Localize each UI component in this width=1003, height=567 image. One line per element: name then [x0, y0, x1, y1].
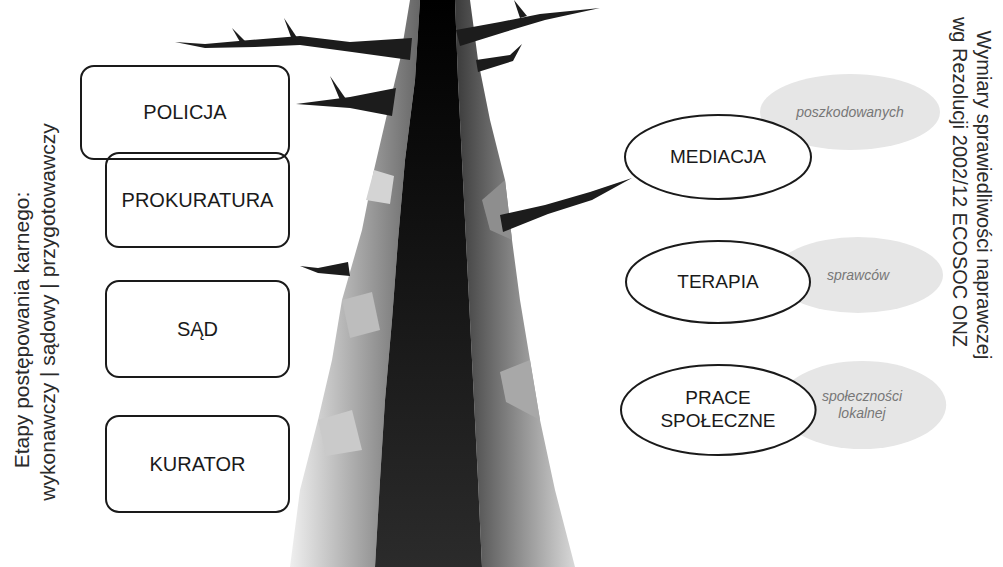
method-ellipse: MEDIACJA [624, 114, 812, 200]
crack-branch [300, 262, 350, 276]
node-label: PROKURATURA [122, 188, 274, 212]
caption-text: Etapy postępowania karnego: [10, 192, 34, 469]
dimension-label: poszkodowanych [796, 104, 903, 121]
crack-branch [296, 88, 396, 116]
caption-text: Wymiary sprawiedliwości naprawczej [972, 31, 995, 360]
caption-text: wykonawczy | sądowy | przygotowawczy [36, 123, 60, 500]
node-label: TERAPIA [677, 271, 758, 294]
stage-box: SĄD [105, 280, 290, 378]
crack-branch [500, 178, 632, 232]
stage-box: KURATOR [105, 415, 290, 513]
caption-text: wg Rezolucji 2002/12 ECOSOC ONZ [948, 17, 971, 347]
node-label: POLICJA [143, 100, 226, 124]
crack-depth [375, 0, 482, 567]
node-label: MEDIACJA [670, 146, 766, 169]
crack-twig [284, 18, 298, 40]
crack-ledge [366, 170, 394, 204]
node-label: KURATOR [150, 452, 246, 476]
crack-twig [514, 0, 527, 18]
ellipse-outline [621, 365, 816, 455]
ellipse-outline [626, 241, 810, 323]
axis-caption: wg Rezolucji 2002/12 ECOSOC ONZ [948, 17, 971, 347]
crack-twig [330, 76, 346, 100]
node-label: PRACE SPOŁECZNE [653, 387, 783, 433]
node-label: SĄD [177, 317, 218, 341]
crack-ledge [482, 180, 512, 240]
crack-ledge [318, 410, 362, 456]
crack-ledge [342, 292, 380, 338]
crack-branch [456, 8, 600, 46]
axis-caption: Wymiary sprawiedliwości naprawczej [972, 31, 995, 360]
stage-box: PROKURATURA [105, 152, 290, 248]
ellipse-outline [625, 115, 811, 199]
dimension-label: sprawców [827, 267, 889, 284]
method-ellipse: PRACE SPOŁECZNE [620, 364, 817, 456]
axis-caption: wykonawczy | sądowy | przygotowawczy [36, 123, 60, 500]
dimension-label: społeczności lokalnej [807, 388, 917, 422]
crack-twig [232, 28, 246, 42]
crack-ledge [500, 360, 540, 420]
method-ellipse: TERAPIA [625, 240, 811, 324]
stage-box: POLICJA [80, 65, 290, 160]
crack-branch [476, 44, 522, 72]
axis-caption: Etapy postępowania karnego: [10, 192, 34, 469]
